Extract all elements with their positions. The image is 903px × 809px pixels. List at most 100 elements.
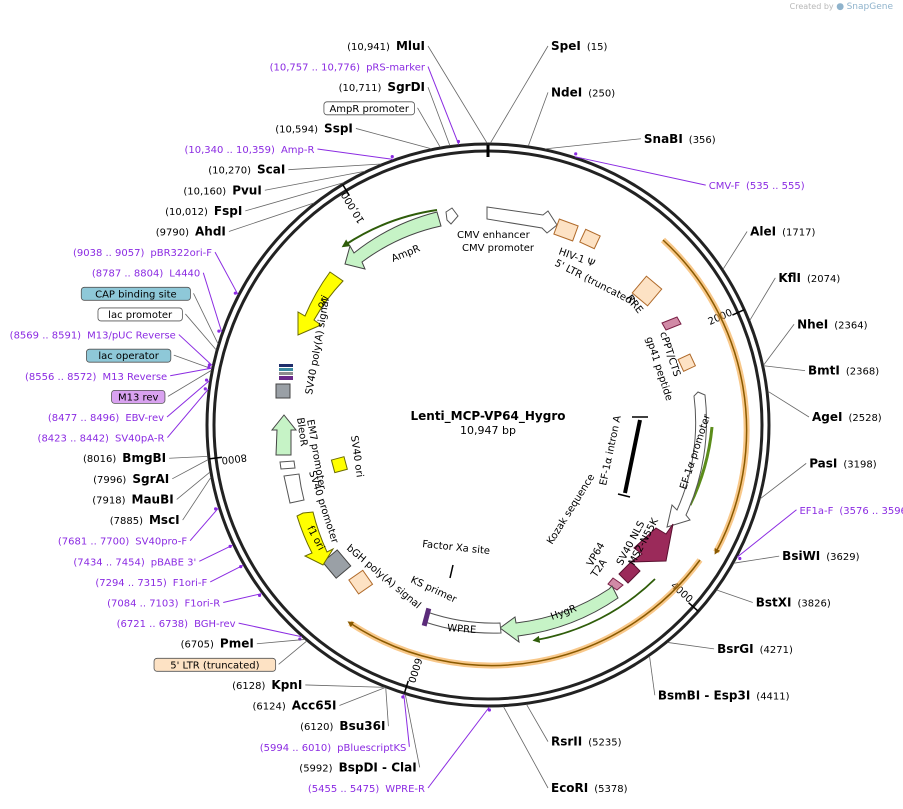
hiv-psi-box xyxy=(553,218,579,242)
ampr-arrow xyxy=(344,211,442,270)
label-ampr-promoter[interactable]: AmpR promoter xyxy=(323,101,415,116)
site-name: MauBI xyxy=(132,492,174,506)
feature-label-text: M13 rev xyxy=(118,392,159,403)
label-spei[interactable]: SpeI (15) xyxy=(551,39,607,53)
site-label: (8477 .. 8496)EBV-rev xyxy=(48,413,164,424)
m13-stack-1 xyxy=(279,364,293,367)
site-position: (8787 .. 8804) xyxy=(92,269,164,280)
label-lac-promoter[interactable]: lac promoter xyxy=(97,307,183,322)
label-f1ori-f[interactable]: (7294 .. 7315)F1ori-F xyxy=(95,578,207,589)
primer-site-mark xyxy=(233,291,237,295)
site-name: KpnI xyxy=(271,678,302,692)
label-alei[interactable]: AleI(1717) xyxy=(750,225,815,239)
label-pmei[interactable]: (6705)PmeI xyxy=(181,637,254,651)
label-bspdi-clai[interactable]: (5992)BspDI - ClaI xyxy=(299,760,416,774)
site-label: (7084 .. 7103)F1ori-R xyxy=(107,599,220,610)
leader-line xyxy=(763,365,806,372)
label-agei[interactable]: AgeI(2528) xyxy=(812,410,882,424)
site-position: (5378) xyxy=(594,784,627,795)
leader-line xyxy=(173,354,212,370)
label-cmv-f[interactable]: CMV-F(535 .. 555) xyxy=(709,181,805,192)
label-m13-rev[interactable]: M13 rev xyxy=(111,389,166,404)
site-position: (6721 .. 6738) xyxy=(117,619,189,630)
label-prs-marker[interactable]: (10,757 .. 10,776)pRS-marker xyxy=(270,63,426,74)
label-bmgbi[interactable]: (8016)BmgBI xyxy=(83,451,166,465)
site-name: EcoRI xyxy=(551,781,588,795)
backbone-outer xyxy=(205,142,771,708)
label-rsrii[interactable]: RsrII(5235) xyxy=(551,735,622,749)
label-sgrai[interactable]: (7996)SgrAI xyxy=(93,472,169,486)
bleor-arrow xyxy=(270,414,298,456)
site-position: (10,941) xyxy=(347,42,390,53)
site-name: ScaI xyxy=(257,163,285,177)
label-acc65i[interactable]: (6124)Acc65I xyxy=(252,699,336,713)
labels-layer: SpeI (15) NdeI(250) SnaBI(356) CMV-F(535 .. … xyxy=(10,39,903,795)
label-lac-operator[interactable]: lac operator xyxy=(86,348,172,363)
label-pvui[interactable]: (10,160)PvuI xyxy=(183,183,261,197)
label-fspi[interactable]: (10,012)FspI xyxy=(165,204,242,218)
leader-line xyxy=(166,380,210,418)
label-wpre-r[interactable]: (5455 .. 5475)WPRE-R xyxy=(308,784,425,795)
label-ecori[interactable]: EcoRI (5378) xyxy=(551,781,628,795)
label-bgh-rev[interactable]: (6721 .. 6738) BGH-rev xyxy=(117,619,236,630)
label-nhei[interactable]: NheI(2364) xyxy=(797,317,868,331)
label-sspi[interactable]: (10,594)SspI xyxy=(275,121,353,135)
label-sgrdi[interactable]: (10,711)SgrDI xyxy=(339,80,425,94)
label-ebv-rev[interactable]: (8477 .. 8496)EBV-rev xyxy=(48,413,164,424)
label-pbluescriptks[interactable]: (5994 .. 6010)pBluescriptKS xyxy=(260,743,407,754)
site-position: (356) xyxy=(689,135,716,146)
label-cap-binding-site[interactable]: CAP binding site xyxy=(80,286,191,301)
label-bsrgi[interactable]: BsrGI(4271) xyxy=(717,642,793,656)
label-pasi[interactable]: PasI(3198) xyxy=(809,456,877,470)
factor-xa-tick xyxy=(449,564,454,579)
site-label: EF1a-F(3576 .. 3596) xyxy=(799,506,903,517)
label-l4440[interactable]: (8787 .. 8804)L4440 xyxy=(92,269,200,280)
site-name: SpeI xyxy=(551,39,581,53)
label-kpni[interactable]: (6128)KpnI xyxy=(232,678,302,692)
site-label: (6128)KpnI xyxy=(232,678,302,692)
label-msci[interactable]: (7885)MscI xyxy=(110,513,180,527)
label-f1ori-r[interactable]: (7084 .. 7103)F1ori-R xyxy=(107,599,220,610)
site-label: (6124)Acc65I xyxy=(252,699,336,713)
label-pbr322ori-f[interactable]: (9038 .. 9057)pBR322ori-F xyxy=(73,248,212,259)
site-position: (15) xyxy=(587,42,608,53)
tick-mark xyxy=(403,680,409,694)
site-name: SV40pro-F xyxy=(135,537,187,548)
label-sv40pro-f[interactable]: (7681 .. 7700)SV40pro-F xyxy=(58,537,187,548)
feat-bleor: BleoR xyxy=(294,417,309,447)
feat-factor-xa: Factor Xa site xyxy=(422,539,491,557)
label-bsmbi-esp3i[interactable]: BsmBI - Esp3I(4411) xyxy=(658,688,790,702)
label-maubi[interactable]: (7918)MauBI xyxy=(92,492,173,506)
tick-label: 6000 xyxy=(405,656,423,684)
label-snabi[interactable]: SnaBI(356) xyxy=(644,132,716,146)
label-ahdi[interactable]: (9790)AhdI xyxy=(156,225,226,239)
label-m13-puc-reverse[interactable]: (8569 .. 8591)M13/pUC Reverse xyxy=(10,331,176,342)
label-amp-r[interactable]: (10,340 .. 10,359)Amp-R xyxy=(184,145,314,156)
label-pbabe-3-[interactable]: (7434 .. 7454)pBABE 3' xyxy=(73,557,196,568)
leader-line xyxy=(404,694,421,768)
feature-label-box xyxy=(86,348,172,363)
label-sv40pa-r[interactable]: (8423 .. 8442)SV40pA-R xyxy=(38,434,165,445)
site-label: (5994 .. 6010)pBluescriptKS xyxy=(260,743,407,754)
label-kfli[interactable]: KflI(2074) xyxy=(778,271,840,285)
label-5-ltr-truncated-[interactable]: 5' LTR (truncated) xyxy=(153,657,277,672)
em7-arrow xyxy=(279,460,296,470)
site-position: (8423 .. 8442) xyxy=(38,434,110,445)
leader-line xyxy=(427,706,490,789)
label-bmti[interactable]: BmtI(2368) xyxy=(808,364,879,378)
label-m13-reverse[interactable]: (8556 .. 8572)M13 Reverse xyxy=(25,372,167,383)
m13-stack-4 xyxy=(279,376,293,380)
label-bsiwi[interactable]: BsiWI(3629) xyxy=(782,549,859,563)
site-label: (9038 .. 9057)pBR322ori-F xyxy=(73,248,212,259)
label-bstxi[interactable]: BstXI(3826) xyxy=(756,596,831,610)
site-position: (2368) xyxy=(846,367,879,378)
label-mlui[interactable]: (10,941)MluI xyxy=(347,39,425,53)
label-ndei[interactable]: NdeI(250) xyxy=(551,85,615,99)
site-position: (8569 .. 8591) xyxy=(10,331,82,342)
site-label: (10,270)ScaI xyxy=(208,163,285,177)
site-name: BGH-rev xyxy=(194,619,236,630)
leader-line xyxy=(189,507,219,541)
label-ef1a-f[interactable]: EF1a-F(3576 .. 3596) xyxy=(799,506,903,517)
label-bsu36i[interactable]: (6120)Bsu36I xyxy=(300,719,385,733)
label-scai[interactable]: (10,270)ScaI xyxy=(208,163,285,177)
